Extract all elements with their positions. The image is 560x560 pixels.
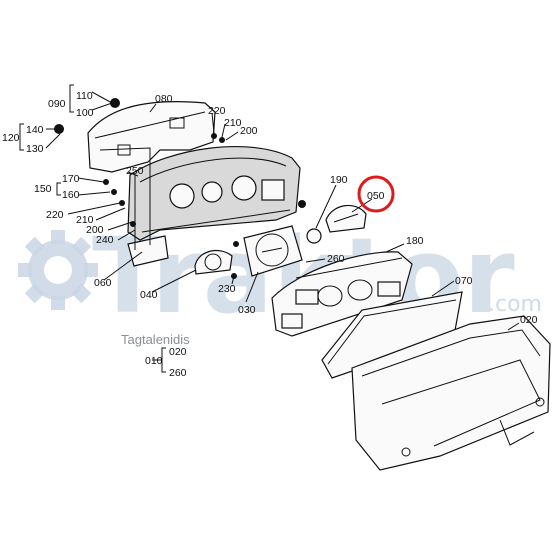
gauge-030 <box>243 225 303 277</box>
callout-210-left: 210 <box>76 214 94 226</box>
gear-icon <box>18 230 98 310</box>
leader-lines <box>19 84 520 373</box>
callout-110: 110 <box>76 90 93 102</box>
callout-260-group: 260 <box>169 367 187 379</box>
callout-010: 010 <box>145 355 163 367</box>
callout-150: 150 <box>34 183 52 195</box>
callout-190: 190 <box>330 174 348 186</box>
callout-100: 100 <box>76 107 94 119</box>
callout-130: 130 <box>26 143 44 155</box>
callout-220-top: 220 <box>208 105 226 117</box>
lens-070 <box>321 291 463 379</box>
callout-160: 160 <box>62 189 80 201</box>
callout-060: 060 <box>94 277 112 289</box>
callout-050: 050 <box>367 190 385 202</box>
gauge-050 <box>306 204 367 244</box>
callout-210-top: 210 <box>224 117 242 129</box>
outer-cover-020 <box>351 315 551 471</box>
gauge-040 <box>194 249 233 275</box>
callout-labels: 080 090 110 100 120 140 130 220 210 200 … <box>2 90 538 379</box>
callout-140: 140 <box>26 124 44 136</box>
callout-240: 240 <box>96 234 114 246</box>
callout-020: 020 <box>520 314 538 326</box>
callout-200-left: 200 <box>86 224 104 236</box>
callout-250: 250 <box>126 165 144 177</box>
callout-020-group: 020 <box>169 346 187 358</box>
watermark-domain: .com <box>488 292 542 317</box>
callout-120: 120 <box>2 132 20 144</box>
upper-cover-080 <box>87 101 216 173</box>
callout-030: 030 <box>238 304 256 316</box>
callout-040: 040 <box>140 289 158 301</box>
bezel-180 <box>271 251 413 337</box>
callout-260: 260 <box>327 253 345 265</box>
callout-180: 180 <box>406 235 424 247</box>
callout-080: 080 <box>155 93 173 105</box>
callout-070: 070 <box>455 275 473 287</box>
highlight-ring-050 <box>357 175 395 213</box>
instrument-frame <box>127 145 301 267</box>
indicator-lamp-190 <box>306 228 322 244</box>
callout-230: 230 <box>218 283 236 295</box>
callout-090: 090 <box>48 98 66 110</box>
watermark-tagline: Tagtalenidis <box>121 332 190 347</box>
callout-200-top: 200 <box>240 125 258 137</box>
callout-170: 170 <box>62 173 80 185</box>
callout-220-left: 220 <box>46 209 64 221</box>
hardware <box>54 98 306 279</box>
